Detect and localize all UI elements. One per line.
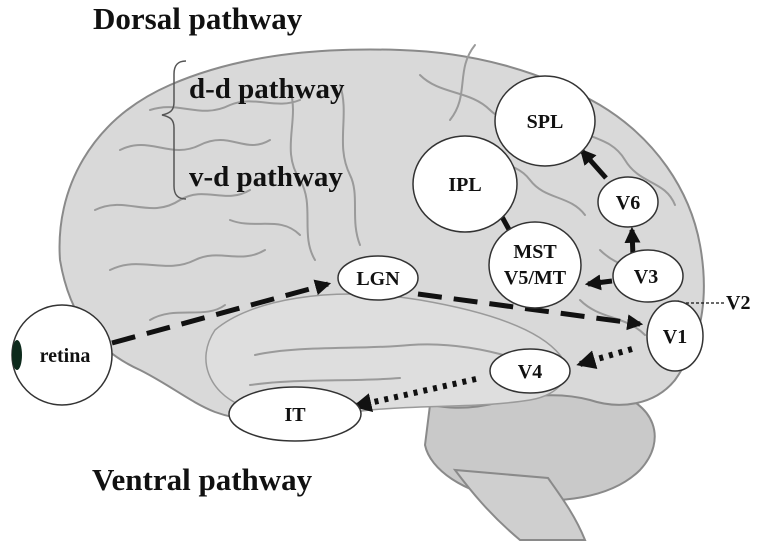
pathway-nodes: retina LGN V1 V3 V6 MST V5/MT IPL: [11, 75, 704, 442]
node-spl: SPL: [494, 75, 596, 167]
v4-label: V4: [518, 361, 542, 383]
node-retina: retina: [11, 304, 113, 406]
pathway-connections: [111, 148, 724, 412]
node-v6: V6: [597, 176, 659, 228]
node-lgn: LGN: [337, 255, 419, 301]
node-v4: V4: [489, 348, 571, 394]
brainstem: [452, 468, 587, 541]
ventral-pathway-heading: Ventral pathway: [92, 462, 313, 497]
v6-to-spl-arrow: [579, 148, 608, 180]
v4-to-it-arrow: [352, 376, 477, 412]
mst-label: MST: [513, 241, 557, 263]
ipl-label: IPL: [448, 174, 481, 196]
retina-to-lgn-arrow: [111, 279, 332, 346]
v3-label: V3: [634, 266, 658, 288]
node-mst-v5-mt: MST V5/MT: [488, 221, 582, 309]
v3-to-mst-arrow: [584, 274, 613, 291]
lgn-label: LGN: [356, 268, 400, 290]
node-v3: V3: [612, 249, 684, 303]
retina-label: retina: [40, 345, 91, 367]
v6-label: V6: [616, 192, 640, 214]
node-it: IT: [228, 386, 362, 442]
spl-label: SPL: [527, 111, 564, 133]
node-v1: V1: [646, 300, 704, 372]
v1-label: V1: [663, 326, 687, 348]
v2-label: V2: [726, 292, 750, 314]
lgn-to-v1-arrow: [417, 291, 644, 331]
vd-pathway-label: v-d pathway: [189, 161, 343, 193]
it-label: IT: [284, 404, 306, 426]
node-ipl: IPL: [412, 135, 518, 233]
dd-pathway-label: d-d pathway: [189, 73, 345, 105]
dorsal-pathway-heading: Dorsal pathway: [93, 1, 303, 36]
pathway-brace: [161, 60, 187, 200]
retina-marker: [12, 340, 22, 370]
v5-mt-label: V5/MT: [504, 267, 567, 289]
